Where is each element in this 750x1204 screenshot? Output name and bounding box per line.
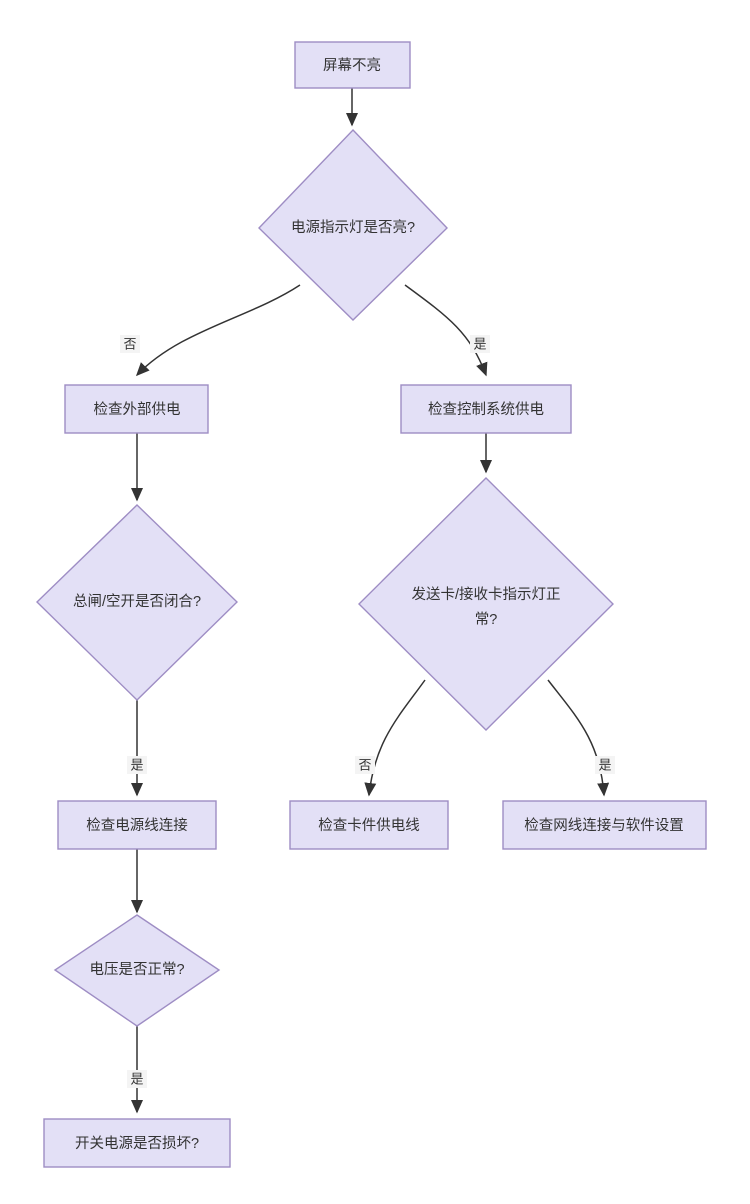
edge-label-card-led-no: 否 <box>355 756 375 774</box>
edge-label-main-breaker-yes-bg <box>127 756 147 774</box>
node-check-network-and-software-label: 检查网线连接与软件设置 <box>524 817 684 834</box>
edge-card-led-to-check-card-power-cable <box>364 679 426 797</box>
node-power-led-shape <box>258 128 448 321</box>
edge-label-voltage-yes-bg <box>127 1070 147 1088</box>
node-check-control-system-power-shape <box>400 384 572 434</box>
edge-label-yes-text: 是 <box>473 336 486 351</box>
node-voltage-normal[interactable]: 电压是否正常? <box>53 914 221 1027</box>
node-start-label: 屏幕不亮 <box>323 57 381 74</box>
edge-label-voltage-yes: 是 <box>127 1070 147 1088</box>
edge-label-yes-bg <box>470 335 490 353</box>
edge-label-card-led-no-bg <box>355 756 375 774</box>
edge-power-led-to-check-external-power <box>135 284 301 377</box>
node-card-led-label-line1: 发送卡/接收卡指示灯正 <box>411 586 560 603</box>
node-switching-power-damaged-label: 开关电源是否损坏? <box>75 1135 199 1152</box>
edge-label-main-breaker-yes: 是 <box>127 756 147 774</box>
node-start[interactable]: 屏幕不亮 <box>294 41 411 89</box>
node-check-power-cable-shape <box>57 800 217 850</box>
edge-label-card-led-yes-bg <box>595 756 615 774</box>
edge-label-card-led-yes: 是 <box>595 756 615 774</box>
edge-label-power-led-no: 否 <box>120 335 140 353</box>
node-voltage-normal-label: 电压是否正常? <box>89 961 184 978</box>
node-check-external-power[interactable]: 检查外部供电 <box>64 384 209 434</box>
node-check-card-power-cable[interactable]: 检查卡件供电线 <box>289 800 449 850</box>
node-card-led-label-line2: 常? <box>475 611 498 628</box>
edge-label-main-breaker-yes-text: 是 <box>130 757 143 772</box>
node-check-control-system-power-label: 检查控制系统供电 <box>428 401 544 418</box>
node-check-external-power-label: 检查外部供电 <box>94 401 181 418</box>
node-main-breaker-label: 总闸/空开是否闭合? <box>73 593 201 610</box>
edge-label-voltage-yes-text: 是 <box>130 1071 143 1086</box>
node-check-network-and-software[interactable]: 检查网线连接与软件设置 <box>502 800 707 850</box>
node-start-shape <box>294 41 411 89</box>
edge-label-no-bg <box>120 335 140 353</box>
node-check-card-power-cable-shape <box>289 800 449 850</box>
node-check-network-and-software-shape <box>502 800 707 850</box>
node-power-led-label: 电源指示灯是否亮? <box>291 219 415 236</box>
node-card-led[interactable]: 发送卡/接收卡指示灯正 常? <box>358 477 614 731</box>
node-main-breaker-shape <box>35 504 239 701</box>
edge-label-no-text: 否 <box>123 336 136 351</box>
edge-label-card-led-yes-text: 是 <box>598 757 611 772</box>
node-power-led[interactable]: 电源指示灯是否亮? <box>258 128 448 321</box>
node-check-card-power-cable-label: 检查卡件供电线 <box>318 817 420 834</box>
node-check-control-system-power[interactable]: 检查控制系统供电 <box>400 384 572 434</box>
node-switching-power-damaged[interactable]: 开关电源是否损坏? <box>43 1118 231 1168</box>
node-check-power-cable[interactable]: 检查电源线连接 <box>57 800 217 850</box>
edge-card-led-to-check-network-and-software <box>547 679 610 797</box>
node-switching-power-damaged-shape <box>43 1118 231 1168</box>
edges-layer <box>131 88 610 1114</box>
edge-label-power-led-yes: 是 <box>470 335 490 353</box>
edge-power-led-to-check-control-system-power <box>404 284 488 377</box>
edge-label-card-led-no-text: 否 <box>358 757 371 772</box>
node-voltage-normal-shape <box>53 914 221 1027</box>
node-check-external-power-shape <box>64 384 209 434</box>
node-card-led-shape <box>358 477 614 731</box>
node-check-power-cable-label: 检查电源线连接 <box>86 817 188 834</box>
node-main-breaker[interactable]: 总闸/空开是否闭合? <box>35 504 239 701</box>
